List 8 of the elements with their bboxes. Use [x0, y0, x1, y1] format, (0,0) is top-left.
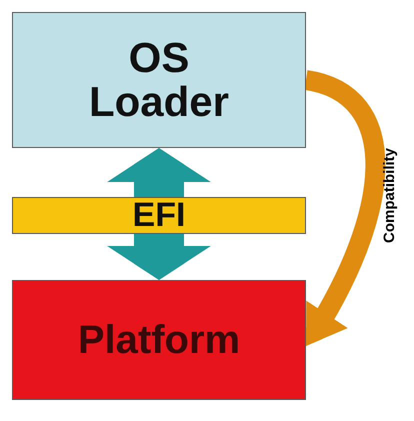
block-box	[12, 197, 306, 234]
block-label: EFI	[132, 198, 186, 234]
block-label: OS Loader	[88, 36, 230, 124]
block-box	[12, 280, 306, 400]
block-label: Platform	[78, 319, 240, 361]
double-block-arrow	[107, 234, 211, 280]
edge-label: Compatibility	[380, 148, 398, 242]
block-box	[12, 12, 306, 148]
